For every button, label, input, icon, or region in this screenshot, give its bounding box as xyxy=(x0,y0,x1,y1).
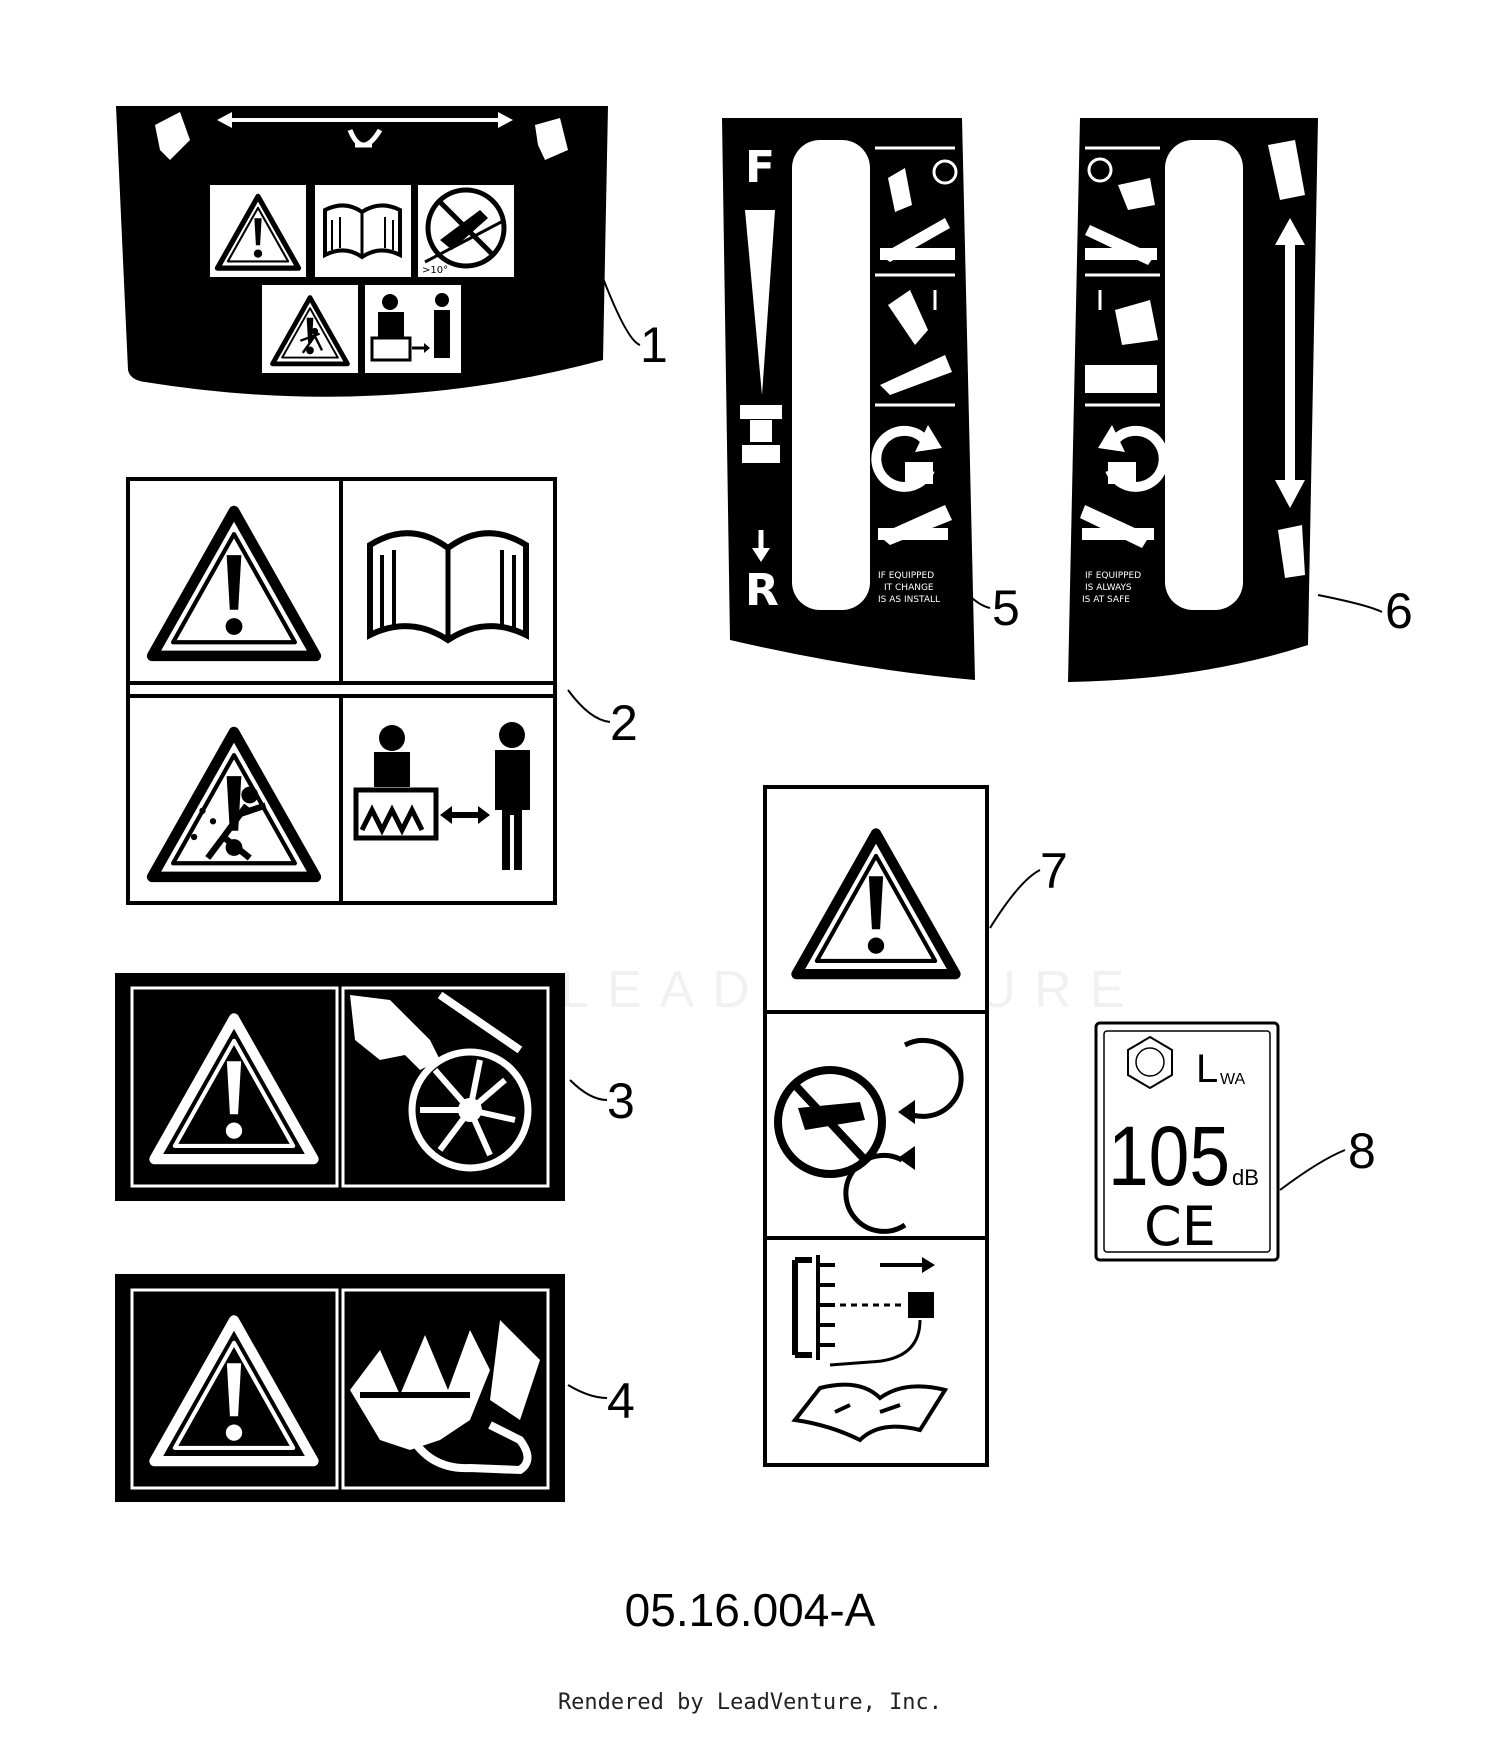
auger-foot-icon xyxy=(350,1320,540,1475)
noise-symbol: L xyxy=(1196,1047,1218,1091)
chute-down-icon xyxy=(1278,525,1305,578)
leader-4 xyxy=(567,1384,608,1399)
speed-wedge-icon xyxy=(745,210,775,395)
chute-right-icon xyxy=(535,118,568,160)
decal-4 xyxy=(115,1274,565,1502)
slope-label: >10° xyxy=(422,265,448,276)
leader-6 xyxy=(1317,594,1383,613)
fine-print-5b: IT CHANGE xyxy=(884,583,934,593)
leader-7 xyxy=(989,869,1041,929)
callout-6: 6 xyxy=(1385,583,1413,639)
fine-print-6b: IS ALWAYS xyxy=(1085,583,1132,593)
noise-unit: dB xyxy=(1232,1165,1259,1190)
no-hands-rotor-icon xyxy=(774,1037,964,1234)
leader-2 xyxy=(567,689,611,723)
fine-print-6c: IS AT SAFE xyxy=(1082,595,1130,605)
fine-print-5c: IS AS INSTALL xyxy=(878,595,940,605)
rotate-icon xyxy=(1105,425,1169,492)
impeller-hand-icon xyxy=(350,991,532,1172)
callout-5: 5 xyxy=(992,580,1020,636)
keep-distance-icon xyxy=(353,722,530,870)
leader-8 xyxy=(1279,1149,1346,1191)
leader-5 xyxy=(954,579,991,609)
noise-subscript: WA xyxy=(1220,1071,1246,1088)
leader-1 xyxy=(593,253,641,346)
callout-8: 8 xyxy=(1348,1123,1376,1179)
chute-tilt-icon xyxy=(1118,178,1155,210)
fine-print-6a: IF EQUIPPED xyxy=(1085,571,1141,581)
rotate-icon xyxy=(871,425,935,492)
decal-5: F R IF EQUIPPED IT CHANGE IS AS INSTALL xyxy=(722,118,975,680)
reverse-label: R xyxy=(745,565,779,616)
callout-1: 1 xyxy=(640,317,668,373)
callout-2: 2 xyxy=(610,695,638,751)
decal-8: L WA 105 dB CE xyxy=(1094,1021,1280,1262)
chute-up-icon xyxy=(888,168,912,212)
ce-mark: CE xyxy=(1144,1195,1216,1258)
no-slope-icon xyxy=(424,187,507,269)
forward-label: F xyxy=(745,142,775,193)
callout-3: 3 xyxy=(607,1073,635,1129)
decal-6: IF EQUIPPED IS ALWAYS IS AT SAFE xyxy=(1068,118,1318,682)
chute-up-icon xyxy=(1268,140,1305,200)
rotate-center-icon xyxy=(347,128,383,148)
noise-value: 105 xyxy=(1108,1109,1230,1203)
decal-7 xyxy=(763,785,989,1467)
decal-1: >10° xyxy=(116,106,608,397)
fine-print-5a: IF EQUIPPED xyxy=(878,571,934,581)
decal-3 xyxy=(115,973,565,1201)
render-credit: Rendered by LeadVenture, Inc. xyxy=(557,1690,943,1715)
thrown-objects-icon xyxy=(152,732,316,877)
thrown-objects-icon xyxy=(273,298,348,364)
disconnect-spark-plug-icon xyxy=(791,1255,949,1443)
drawing-code: 05.16.004-A xyxy=(624,1584,876,1636)
manual-icon xyxy=(323,203,402,260)
chute-deflector-icon xyxy=(888,290,928,345)
callout-4: 4 xyxy=(607,1373,635,1429)
off-circle-icon xyxy=(1087,157,1113,183)
hex-badge-icon xyxy=(1127,1035,1173,1090)
keep-distance-icon xyxy=(370,293,450,362)
leader-3 xyxy=(569,1079,608,1101)
chute-deflector-icon xyxy=(1115,300,1158,345)
decal-2 xyxy=(126,477,557,905)
chute-left-icon xyxy=(155,112,190,160)
manual-icon xyxy=(367,530,529,644)
callout-7: 7 xyxy=(1040,843,1068,899)
lever-icon-2 xyxy=(880,355,952,395)
off-circle-icon xyxy=(932,159,958,185)
